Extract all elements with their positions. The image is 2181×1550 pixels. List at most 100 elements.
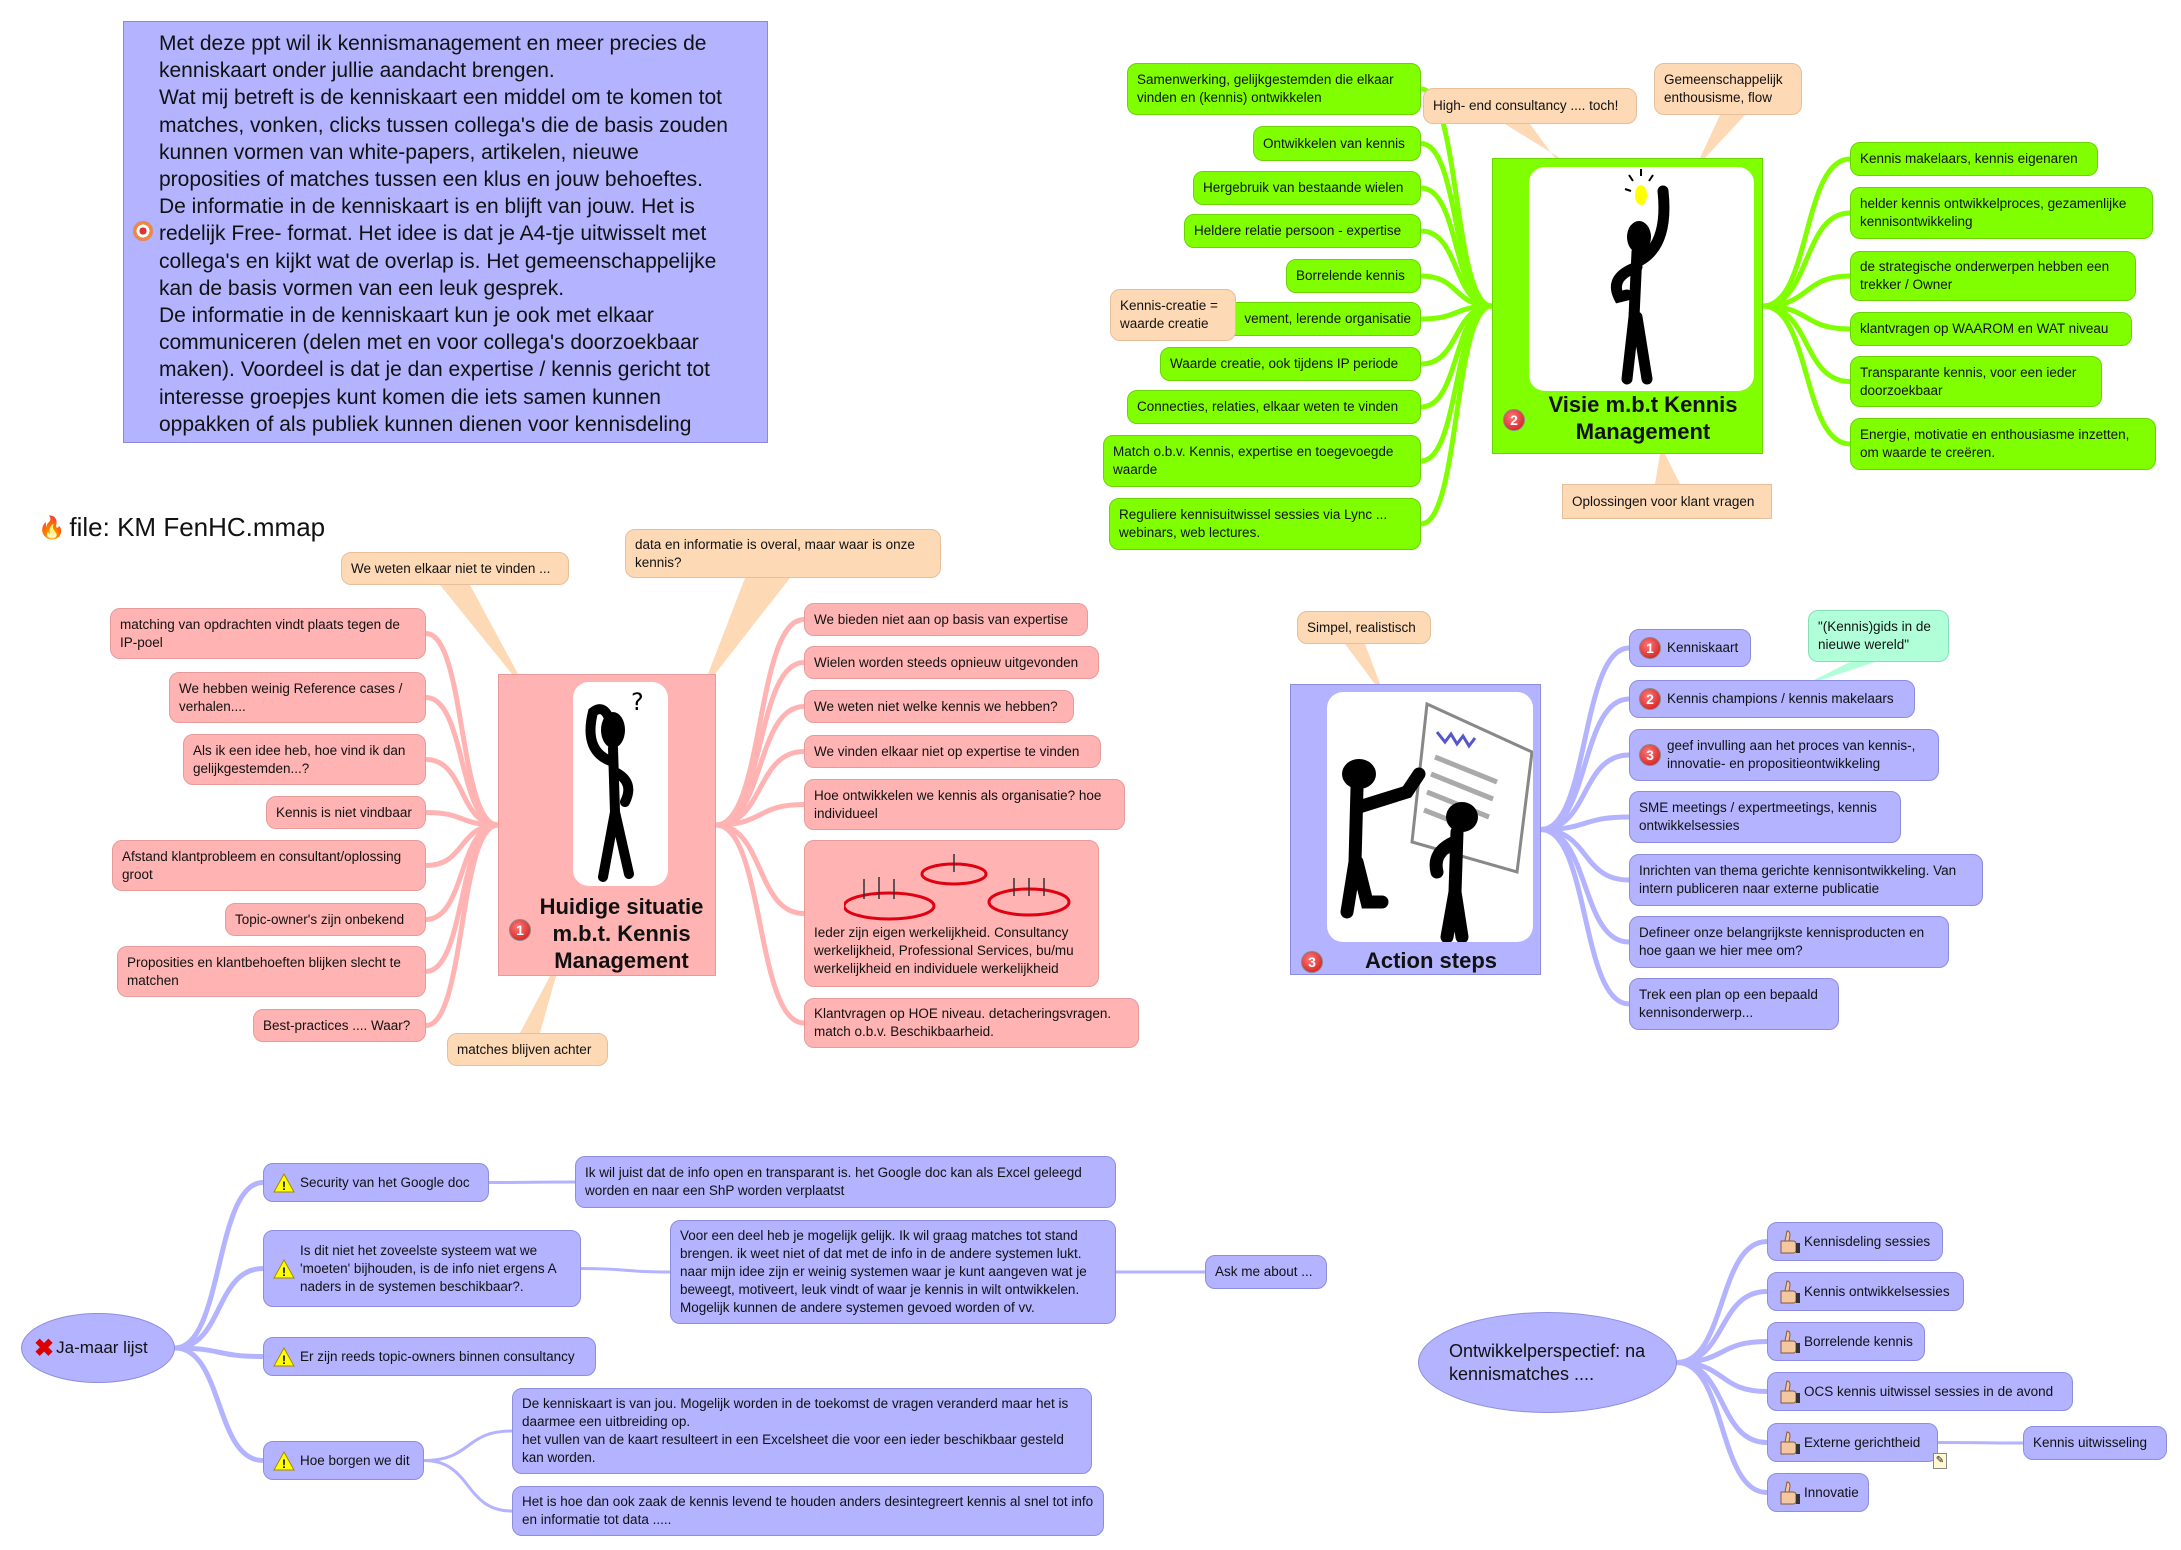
ontwikkel-item[interactable]: Innovatie [1767,1473,1869,1512]
branch-connector [1418,141,1495,309]
ja-maar-answer[interactable]: Voor een deel heb je mogelijk gelijk. Ik… [670,1220,1116,1324]
note-icon[interactable]: ✎ [1933,1453,1947,1469]
huidig-branch[interactable]: Klantvragen op HOE niveau. detacheringsv… [804,998,1139,1048]
node-label: Samenwerking, gelijkgestemden die elkaar… [1137,72,1394,105]
visie-branch[interactable]: Match o.b.v. Kennis, expertise en toegev… [1103,435,1421,487]
visie-branch[interactable]: Waarde creatie, ook tijdens IP periode [1160,347,1421,381]
huidig-branch[interactable]: Afstand klantprobleem en consultant/oplo… [112,840,426,891]
ja-maar-item[interactable]: ! Er zijn reeds topic-owners binnen consu… [263,1337,596,1376]
node-label: Kennis ontwikkelsessies [1804,1283,1950,1299]
huidig-branch[interactable]: Als ik een idee heb, hoe vind ik dan gel… [183,734,426,785]
ja-maar-item[interactable]: !Is dit niet het zoveelste systeem wat w… [263,1230,581,1307]
visie-branch[interactable]: Kennis makelaars, kennis eigenaren [1850,142,2098,176]
intro-line: De informatie in de kenniskaart kun je o… [159,304,654,328]
file-label[interactable]: 🔥file: KM FenHC.mmap [38,512,325,543]
topic-action-steps[interactable]: 3 Action steps [1290,684,1541,975]
callout-kennis-creatie[interactable]: Kennis-creatie = waarde creatie [1110,289,1236,341]
intro-line: redelijk Free- format. Het idee is dat j… [159,222,707,246]
huidig-branch[interactable]: Wielen worden steeds opnieuw uitgevonden [804,646,1099,679]
huidig-branch[interactable]: Hoe ontwikkelen we kennis als organisati… [804,779,1125,830]
ja-maar-answer[interactable]: Ik wil juist dat de info open en transpa… [575,1156,1116,1208]
callout-enthousiasme[interactable]: Gemeenschappelijk enthousisme, flow [1654,63,1802,115]
branch-connector [422,1459,514,1513]
ontwikkel-subitem[interactable]: Kennis uitwisseling [2023,1426,2167,1460]
warning-icon: ! [273,1346,295,1367]
action-item[interactable]: Defineer onze belangrijkste kennisproduc… [1629,916,1949,968]
ontwikkel-item[interactable]: Borrelende kennis [1767,1322,1925,1361]
ontwikkel-item[interactable]: Kennisdeling sessies [1767,1222,1943,1261]
branch-connector [1418,303,1495,464]
branch-connector [1760,156,1853,309]
callout-oplossingen[interactable]: Oplossingen voor klant vragen [1562,484,1772,519]
confused-figure-image: ? [573,682,668,886]
ontwikkelperspectief-root[interactable]: Ontwikkelperspectief: na kennismatches .… [1418,1312,1677,1413]
ja-maar-root[interactable]: ✖Ja-maar lijst [21,1313,175,1383]
huidig-branch[interactable]: We weten niet welke kennis we hebben? [804,690,1074,723]
ja-maar-item[interactable]: !Hoe borgen we dit [263,1441,424,1480]
huidig-branch[interactable]: We bieden niet aan op basis van expertis… [804,603,1088,636]
node-label: Match o.b.v. Kennis, expertise en toegev… [1113,444,1394,477]
visie-branch[interactable]: Ontwikkelen van kennis [1253,126,1421,161]
callout-tail [440,585,518,674]
visie-branch[interactable]: Borrelende kennis [1286,259,1421,293]
visie-branch[interactable]: de strategische onderwerpen hebben een t… [1850,251,2136,301]
node-label: Heldere relatie persoon - expertise [1194,223,1402,238]
visie-branch[interactable]: klantvragen op WAAROM en WAT niveau [1850,312,2132,346]
branch-connector [713,822,807,916]
callout-kennisgids[interactable]: "(Kennis)gids in de nieuwe wereld" [1808,610,1949,662]
huidig-branch[interactable]: matching van opdrachten vindt plaats teg… [110,608,426,659]
ontwikkel-item[interactable]: OCS kennis uitwissel sessies in de avond [1767,1372,2073,1411]
red-x-icon: ✖ [34,1334,55,1362]
node-label: Waarde creatie, ook tijdens IP periode [1170,356,1399,371]
visie-branch[interactable]: Connecties, relaties, elkaar weten te vi… [1127,390,1421,424]
ja-maar-item[interactable]: !Security van het Google doc [263,1163,489,1202]
idea-figure-image [1529,167,1754,391]
node-label: Het is hoe dan ook zaak de kennis levend… [522,1494,1094,1527]
action-item[interactable]: SME meetings / expertmeetings, kennis on… [1629,791,1901,843]
huidig-branch[interactable]: Kennis is niet vindbaar [266,796,426,829]
action-item[interactable]: Trek een plan op een bepaald kennisonder… [1629,978,1839,1030]
thumbs-up-icon [1780,1480,1800,1504]
huidig-branch[interactable]: Ieder zijn eigen werkelijkheid. Consulta… [804,840,1099,987]
intro-line: kan de basis vormen van een leuk gesprek… [159,276,565,300]
thumbs-up-icon [1780,1379,1800,1403]
branch-connector [713,822,807,1026]
ja-maar-answer[interactable]: Ask me about ... [1205,1255,1327,1289]
visie-branch[interactable]: Samenwerking, gelijkgestemden die elkaar… [1127,63,1421,115]
callout-simpel[interactable]: Simpel, realistisch [1297,611,1431,644]
huidig-branch[interactable]: Best-practices .... Waar? [253,1009,426,1042]
action-item[interactable]: Inrichten van thema gerichte kennisontwi… [1629,854,1983,906]
intro-line: maken). Voordeel is dat je dan expertise… [159,358,710,382]
node-label: De kenniskaart is van jou. Mogelijk word… [522,1396,1069,1465]
huidig-branch[interactable]: We hebben weinig Reference cases / verha… [169,672,426,723]
visie-branch[interactable]: vement, lerende organisatie [1202,302,1421,336]
visie-branch[interactable]: Hergebruik van bestaande wielen [1193,171,1421,205]
callout-matches[interactable]: matches blijven achter [447,1033,608,1066]
callout-high-end[interactable]: High- end consultancy .... toch! [1423,88,1637,124]
ja-maar-answer[interactable]: Het is hoe dan ook zaak de kennis levend… [512,1486,1104,1536]
visie-branch[interactable]: Transparante kennis, voor een ieder door… [1850,356,2102,407]
visie-branch[interactable]: helder kennis ontwikkelproces, gezamenli… [1850,187,2153,239]
priority-icon: 1 [1639,637,1661,659]
callout-elkaar-vinden[interactable]: We weten elkaar niet te vinden ... [341,552,569,585]
visie-branch[interactable]: Heldere relatie persoon - expertise [1184,214,1421,248]
huidig-branch[interactable]: Proposities en klantbehoeften blijken sl… [117,946,426,997]
node-label: Er zijn reeds topic-owners binnen consul… [300,1348,575,1364]
huidig-branch[interactable]: Topic-owner's zijn onbekend [225,903,426,936]
node-label: Voor een deel heb je mogelijk gelijk. Ik… [680,1228,1087,1315]
ja-maar-answer[interactable]: De kenniskaart is van jou. Mogelijk word… [512,1388,1092,1474]
branch-connector [579,1267,672,1274]
callout-data-informatie[interactable]: data en informatie is overal, maar waar … [625,529,941,578]
visie-branch[interactable]: Energie, motivatie en enthousiasme inzet… [1850,418,2156,470]
huidig-branch[interactable]: We vinden elkaar niet op expertise te vi… [804,735,1101,768]
visie-branch[interactable]: Reguliere kennisuitwissel sessies via Ly… [1109,498,1421,550]
ontwikkel-item[interactable]: Kennis ontwikkelsessies [1767,1272,1964,1311]
islands-image [844,854,1071,921]
ontwikkel-item[interactable]: Externe gerichtheid✎ [1767,1423,1947,1469]
node-label: Gemeenschappelijk enthousisme, flow [1664,72,1783,105]
